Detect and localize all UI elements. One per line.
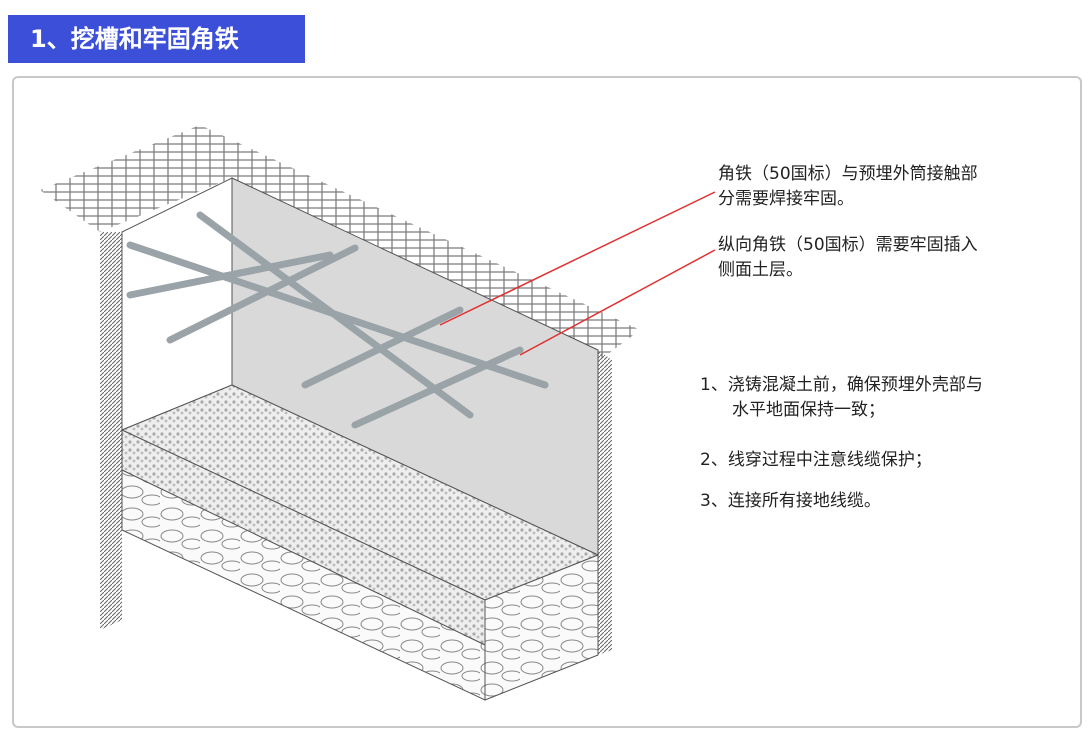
leader-line-1 [439,191,716,326]
note-2: 2、线穿过程中注意线缆保护； [700,448,932,473]
callout-weld: 角铁（50国标）与预埋外筒接触部 分需要焊接牢固。 [718,162,978,212]
callout-text: 角铁（50国标）与预埋外筒接触部 [718,164,978,184]
callout-text: 侧面土层。 [718,260,803,280]
note-1: 1、浇铸混凝土前，确保预埋外壳部与 水平地面保持一致； [700,373,983,423]
callout-text: 分需要焊接牢固。 [718,189,854,209]
note-text: 水平地面保持一致； [732,400,885,420]
note-num: 2、 [700,450,728,470]
left-wall-hatch [100,232,122,630]
note-3: 3、连接所有接地线缆。 [700,489,881,514]
stone-layer-side [484,554,599,701]
section-title: 1、挖槽和牢固角铁 [8,15,305,63]
diagram-frame [12,76,1082,728]
callout-insert: 纵向角铁（50国标）需要牢固插入 侧面土层。 [718,233,978,283]
note-num: 3、 [700,491,728,511]
note-text: 线穿过程中注意线缆保护； [727,450,932,470]
note-num: 1、 [700,375,728,395]
callout-text: 纵向角铁（50国标）需要牢固插入 [718,235,978,255]
leader-line-2 [519,249,716,356]
note-text: 浇铸混凝土前，确保预埋外壳部与 [727,375,983,395]
right-wall-hatch [598,350,612,655]
note-text: 连接所有接地线缆。 [727,491,881,511]
angle-irons [126,211,549,429]
